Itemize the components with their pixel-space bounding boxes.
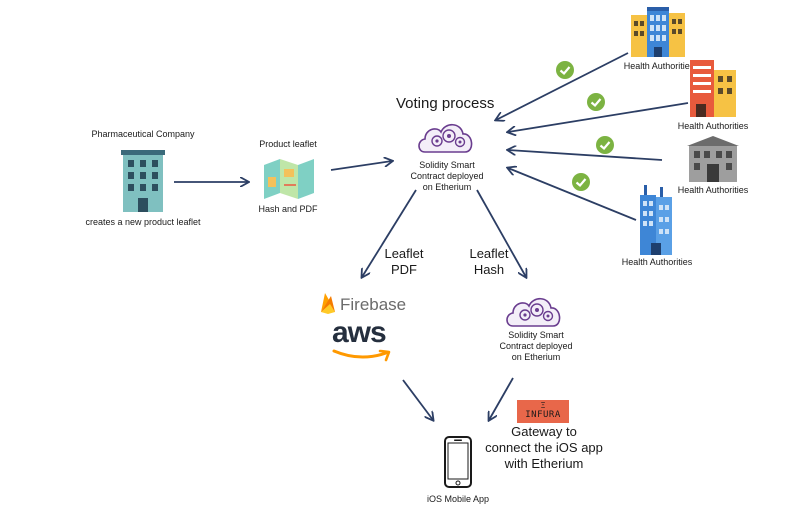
aws-logo-text: aws [332, 316, 387, 349]
arrow-aws-to-ios [402, 379, 433, 420]
arrow-authority2-to-contract [508, 102, 689, 132]
iphone-icon [444, 436, 472, 488]
pharma-building-icon [121, 150, 165, 212]
check-icon [596, 136, 614, 154]
firebase-logo-text: Firebase [340, 295, 407, 314]
edge-label-pdf-line2: PDF [391, 262, 417, 277]
pharma-title: Pharmaceutical Company [91, 129, 195, 139]
authority-label: Health Authorities [677, 185, 749, 195]
infura-caption-line2: connect the iOS app [485, 440, 603, 455]
authority-label: Health Authorities [621, 257, 693, 267]
firebase-flame-icon [321, 293, 335, 314]
authority-building-icon [690, 60, 736, 117]
edge-label-pdf-line1: Leaflet [384, 246, 424, 261]
edge-label-hash-line2: Hash [473, 262, 505, 277]
contract2-label-line1: Solidity Smart [508, 330, 564, 340]
arrow-authority1-to-contract [496, 52, 629, 120]
arrow-contract-to-firebase [362, 189, 417, 277]
edge-label-hash-line1: Leaflet [469, 246, 509, 261]
pharma-caption: creates a new product leaflet [85, 217, 201, 227]
authority-building-icon [687, 136, 739, 182]
infura-logo-text: INFURA [525, 410, 561, 420]
arrow-contract-to-contract2 [476, 189, 526, 277]
infura-glyph: Ξ [540, 401, 546, 410]
infura-caption-line3: with Etherium [504, 456, 584, 471]
contract2-label-line2: Contract deployed [499, 341, 573, 351]
contract-label-line1: Solidity Smart [419, 160, 475, 170]
authority-label: Health Authorities [677, 121, 749, 131]
contract-label-line2: Contract deployed [410, 171, 484, 181]
authority-label: Health Authorities [623, 61, 695, 71]
contract-label-line3: on Etherium [422, 182, 472, 192]
infura-logo: Ξ INFURA [517, 400, 569, 423]
cloud-gears-icon [418, 123, 473, 153]
contract-label: Solidity Smart Contract deployed on Ethe… [401, 160, 493, 193]
cloud-gears-icon [506, 297, 561, 327]
check-icon [556, 61, 574, 79]
arrow-contract2-to-ios [489, 377, 514, 420]
leaflet-title: Product leaflet [259, 139, 317, 149]
check-icon [587, 93, 605, 111]
voting-title: Voting process [396, 95, 495, 112]
arrow-leaflet-to-contract [330, 161, 392, 171]
check-icon [572, 173, 590, 191]
authority-building-icon [640, 185, 672, 255]
infura-caption-line1: Gateway to [511, 424, 577, 439]
infura-caption: Gateway to connect the iOS app with Ethe… [476, 424, 612, 472]
contract2-label-line3: on Etherium [511, 352, 561, 362]
edge-label-hash: Leaflet Hash [462, 246, 516, 278]
contract2-label: Solidity Smart Contract deployed on Ethe… [490, 330, 582, 363]
aws-smile-icon [332, 349, 391, 362]
ios-label: iOS Mobile App [426, 494, 490, 504]
arrow-authority4-to-contract [508, 168, 637, 221]
arrow-authority3-to-contract [508, 150, 663, 161]
leaflet-caption: Hash and PDF [258, 204, 318, 214]
leaflet-map-icon [264, 159, 314, 199]
authority-building-icon [631, 7, 685, 57]
edge-label-pdf: Leaflet PDF [377, 246, 431, 278]
